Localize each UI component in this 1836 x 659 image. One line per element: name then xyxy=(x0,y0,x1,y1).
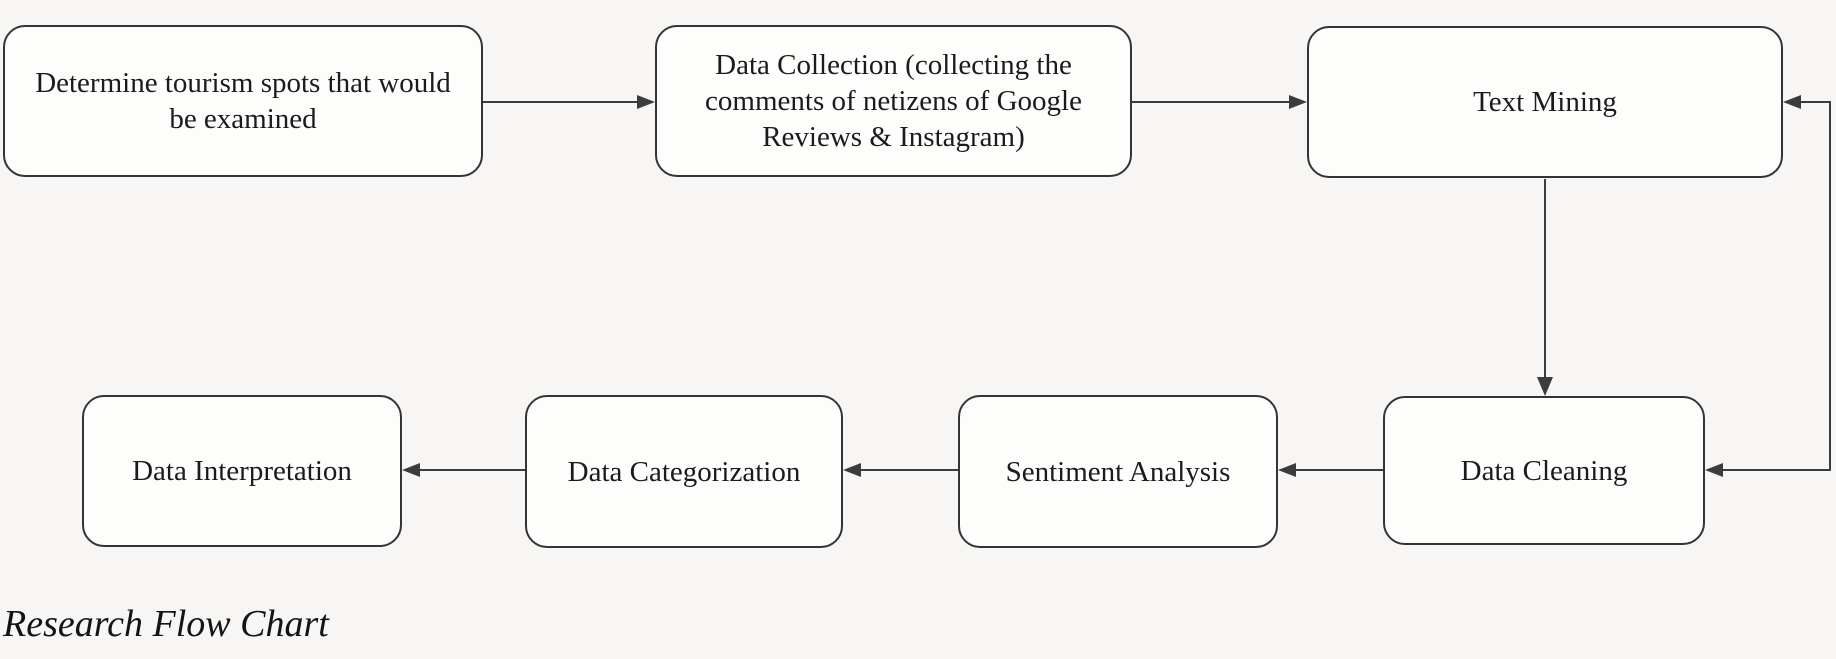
arrow-textmining-to-cleaning-line xyxy=(1544,179,1546,377)
arrow-sentiment-to-categorization-line xyxy=(861,469,958,471)
node-text-mining-label: Text Mining xyxy=(1473,86,1617,118)
node-data-cleaning-label: Data Cleaning xyxy=(1460,454,1628,487)
node-determine-tourism-spots: Determine tourism spots that would be ex… xyxy=(3,25,483,177)
arrow-determine-to-collection-head-icon xyxy=(637,95,655,109)
node-sentiment-analysis-label: Sentiment Analysis xyxy=(1005,455,1231,488)
feedback-loop-into-textmining-head-icon xyxy=(1783,95,1801,109)
node-data-collection-label: Data Collection (collecting the comments… xyxy=(705,49,1082,153)
diagram-caption: Research Flow Chart xyxy=(3,603,329,645)
node-sentiment-analysis: Sentiment Analysis xyxy=(958,395,1278,548)
feedback-loop-vertical-line xyxy=(1829,101,1831,471)
feedback-loop-bottom-line xyxy=(1723,469,1831,471)
arrow-cleaning-to-sentiment-head-icon xyxy=(1278,463,1296,477)
feedback-loop-into-cleaning-head-icon xyxy=(1705,463,1723,477)
arrow-sentiment-to-categorization-head-icon xyxy=(843,463,861,477)
node-data-cleaning: Data Cleaning xyxy=(1383,396,1705,545)
feedback-loop-top-line xyxy=(1801,101,1831,103)
arrow-collection-to-textmining-head-icon xyxy=(1289,95,1307,109)
node-text-mining: Text Mining xyxy=(1307,26,1783,178)
node-data-interpretation: Data Interpretation xyxy=(82,395,402,547)
node-data-interpretation-label: Data Interpretation xyxy=(132,455,352,487)
arrow-determine-to-collection-line xyxy=(483,101,637,103)
node-determine-tourism-spots-label: Determine tourism spots that would be ex… xyxy=(35,67,451,135)
arrow-categorization-to-interpretation-line xyxy=(420,469,525,471)
arrow-cleaning-to-sentiment-line xyxy=(1296,469,1383,471)
node-data-collection: Data Collection (collecting the comments… xyxy=(655,25,1132,177)
arrow-categorization-to-interpretation-head-icon xyxy=(402,463,420,477)
node-data-categorization-label: Data Categorization xyxy=(567,455,801,488)
arrow-collection-to-textmining-line xyxy=(1132,101,1289,103)
arrow-textmining-to-cleaning-head-icon xyxy=(1537,377,1553,396)
node-data-categorization: Data Categorization xyxy=(525,395,843,548)
